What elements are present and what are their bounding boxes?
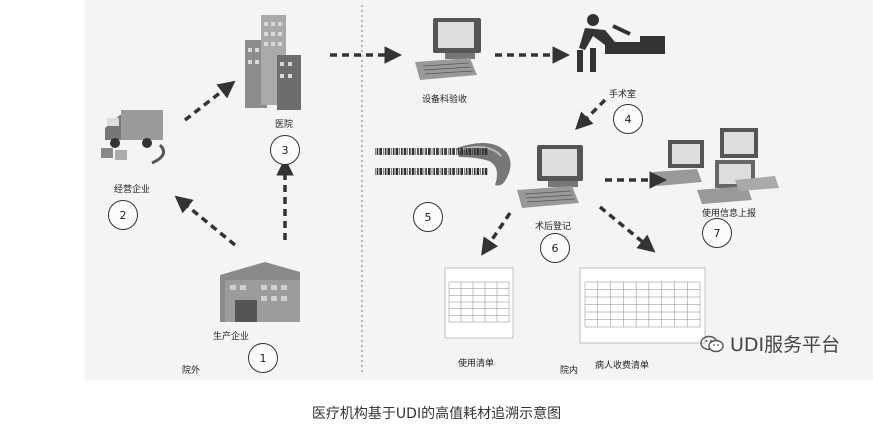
hospital-label: 医院 (275, 120, 294, 130)
arrow-distributor-to-hospital (183, 80, 236, 122)
patient-bill-document (579, 267, 706, 344)
flow-arrows (174, 46, 667, 256)
outside-region-label: 院外 (182, 366, 201, 376)
operating-room-label: 手术室 (609, 90, 637, 100)
step-4-circle: 4 (613, 104, 643, 134)
equipment-dept-label: 设备科验收 (422, 95, 468, 105)
step-5-circle: 5 (413, 202, 443, 232)
watermark: UDI服务平台 (700, 330, 840, 357)
barcode-scanner-icon (457, 143, 511, 186)
computer-postop-icon (517, 145, 583, 208)
watermark-text: UDI服务平台 (730, 334, 841, 356)
computer-equipment-icon (415, 18, 481, 80)
wechat-icon (700, 335, 724, 352)
step-3-circle: 3 (270, 135, 300, 165)
traceability-diagram: 经营企业 医院 设备科验收 手术室 术后登记 使用信息上报 生产企业 使用清单 … (85, 0, 873, 380)
arrow-manufacturer-to-distributor (174, 195, 237, 247)
delivery-truck-icon (101, 110, 166, 165)
barcode-lines (375, 148, 488, 175)
post-op-label: 术后登记 (535, 222, 572, 232)
manufacturer-label: 生产企业 (213, 332, 250, 342)
usage-report-label: 使用信息上报 (702, 209, 757, 219)
distributor-label: 经营企业 (114, 185, 151, 195)
inside-region-label: 院内 (560, 366, 579, 376)
step-7-circle: 7 (702, 218, 732, 248)
computers-report-icon (653, 128, 779, 204)
diagram-canvas (101, 5, 779, 375)
patient-bill-label: 病人收费清单 (595, 361, 650, 371)
arrow-postop-to-usage-list (481, 212, 512, 256)
arrow-postop-to-bill (598, 205, 656, 253)
figure-caption: 医疗机构基于UDI的高值耗材追溯示意图 (311, 406, 562, 422)
factory-icon (220, 262, 300, 322)
hospital-buildings-icon (245, 15, 301, 110)
step-1-circle: 1 (248, 343, 278, 373)
surgery-icon (577, 14, 665, 72)
usage-list-document (444, 267, 514, 339)
usage-list-label: 使用清单 (458, 359, 495, 369)
step-6-circle: 6 (540, 233, 570, 263)
arrow-or-to-postop (575, 98, 607, 130)
step-2-circle: 2 (108, 200, 138, 230)
